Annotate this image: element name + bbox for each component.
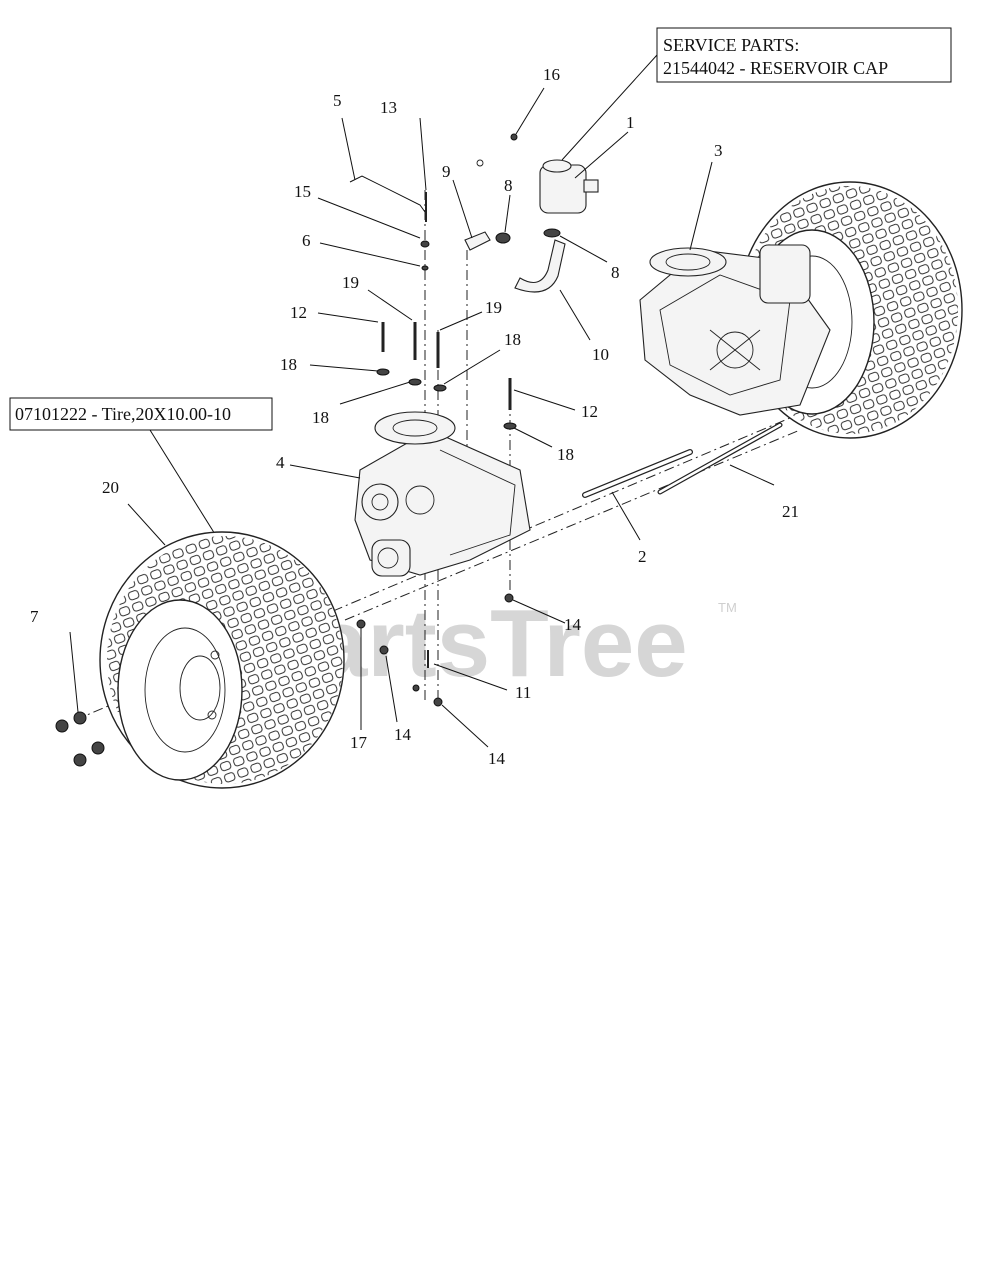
item-21-label: 21 (782, 502, 799, 521)
hose (514, 239, 566, 293)
item-10-label: 10 (592, 345, 609, 364)
item-numbers: 1 2 3 4 5 6 7 8 8 9 10 11 12 12 13 14 14… (30, 65, 799, 768)
item-4-label: 4 (276, 453, 285, 472)
item-7-label: 7 (30, 607, 39, 626)
item-1-label: 1 (626, 113, 635, 132)
bypass-rod (349, 175, 426, 213)
item-14-label-center: 14 (394, 725, 412, 744)
item-14-label-right: 14 (564, 615, 582, 634)
left-transaxle (354, 411, 531, 577)
item-13-label: 13 (380, 98, 397, 117)
rear-axle-centerline (344, 429, 801, 621)
item-18-label-lower: 18 (312, 408, 329, 427)
leader-lines (69, 87, 775, 748)
item-8-label-lower: 8 (611, 263, 620, 282)
service-parts-box (656, 27, 952, 83)
item-15-label: 15 (294, 182, 311, 201)
item-12-label-left: 12 (290, 303, 307, 322)
item-11-label: 11 (515, 683, 531, 702)
item-12-label-right: 12 (581, 402, 598, 421)
item-8-label-upper: 8 (504, 176, 513, 195)
item-17-label: 17 (350, 733, 368, 752)
clip (476, 159, 484, 167)
item-18-label-right: 18 (557, 445, 574, 464)
item-5-label: 5 (333, 91, 342, 110)
service-parts-leader (561, 54, 658, 161)
item-6-label: 6 (302, 231, 311, 250)
fitting (464, 231, 491, 251)
item-14-label-bottom: 14 (488, 749, 506, 768)
bolts (381, 192, 512, 410)
watermark-trademark: TM (718, 600, 737, 615)
hose-clamp (495, 232, 511, 244)
item-19-label-right: 19 (485, 298, 502, 317)
tire-part-box (9, 397, 273, 431)
item-2-label: 2 (638, 547, 647, 566)
left-tire (99, 531, 345, 789)
service-parts-heading: SERVICE PARTS: (663, 35, 799, 55)
tire-part-text: 07101222 - Tire,20X10.00-10 (15, 404, 231, 424)
item-18-label-left: 18 (280, 355, 297, 374)
washers-and-nuts (356, 240, 517, 707)
item-18-label-center: 18 (504, 330, 521, 349)
item-3-label: 3 (714, 141, 723, 160)
item-20-label: 20 (102, 478, 119, 497)
item-9-label: 9 (442, 162, 451, 181)
item-19-label-left: 19 (342, 273, 359, 292)
service-parts-item: 21544042 - RESERVOIR CAP (663, 58, 888, 78)
right-transaxle (639, 244, 831, 416)
lug-nuts (55, 711, 105, 767)
reservoir (539, 159, 599, 238)
cap-screw (510, 133, 518, 141)
item-16-label: 16 (543, 65, 560, 84)
